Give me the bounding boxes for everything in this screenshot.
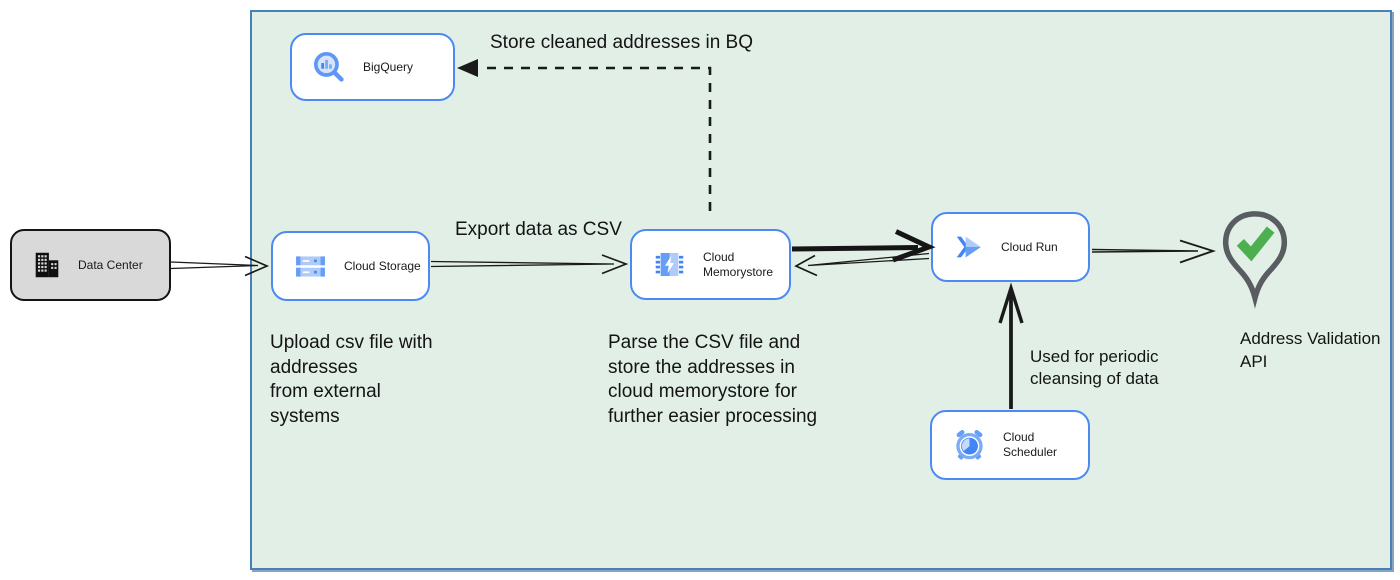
annotation-upload-csv: Upload csv file with addresses from exte… (270, 332, 433, 427)
node-data-center[interactable]: Data Center (10, 229, 171, 301)
edge-label-store-bq: Store cleaned addresses in BQ (490, 32, 753, 53)
memorystore-icon (651, 246, 688, 283)
node-cloud-storage[interactable]: Cloud Storage (271, 231, 430, 301)
node-cloud-memorystore[interactable]: Cloud Memorystore (630, 229, 791, 300)
node-label: BigQuery (363, 59, 414, 74)
node-label: Data Center (78, 257, 143, 272)
address-validation-pin[interactable] (1219, 209, 1291, 323)
cloud-scheduler-icon (951, 427, 988, 464)
cloud-storage-icon (292, 248, 329, 285)
edge-label-export-csv: Export data as CSV (455, 219, 622, 240)
edge-label-periodic-cleansing: Used for periodic cleansing of data (1030, 347, 1159, 388)
building-icon (31, 249, 63, 281)
node-label: Cloud Scheduler (1003, 430, 1058, 459)
gcp-boundary-container[interactable] (250, 10, 1392, 570)
bigquery-icon (311, 49, 348, 86)
node-label: Cloud Storage (344, 258, 421, 273)
node-bigquery[interactable]: BigQuery (290, 33, 455, 101)
node-cloud-run[interactable]: Cloud Run (931, 212, 1090, 282)
node-cloud-scheduler[interactable]: Cloud Scheduler (930, 410, 1090, 480)
annotation-parse-csv: Parse the CSV file and store the address… (608, 332, 818, 427)
address-validation-api-label: Address Validation API (1240, 329, 1381, 371)
cloud-run-icon (952, 230, 986, 264)
map-pin-check-icon (1222, 211, 1288, 309)
node-label: Cloud Run (1001, 239, 1058, 254)
node-label: Cloud Memorystore (703, 249, 774, 279)
